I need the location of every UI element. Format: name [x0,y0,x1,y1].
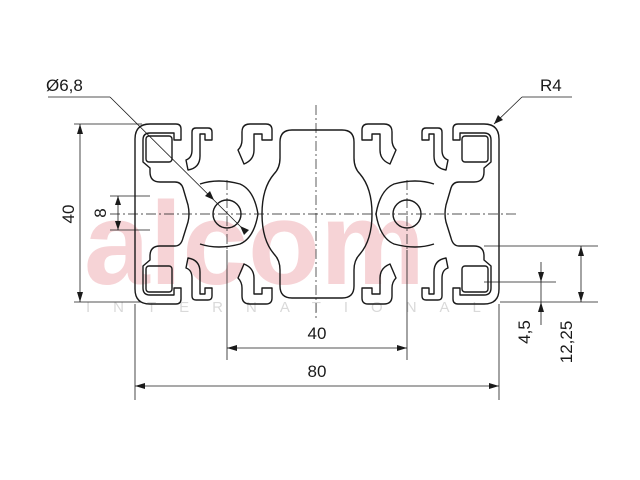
bore-hole-right [392,199,422,229]
profile-bottom-inner-left [237,263,273,305]
profile-top-slot-right [421,127,449,171]
dimension-hole-spacing: 40 [226,250,408,360]
dimension-height: 40 [59,123,142,303]
hole-spacing-label: 40 [308,324,327,343]
profile-top-slot-left [185,127,213,171]
aluminium-profile [134,123,500,305]
corner-cavity-top-left [145,135,173,163]
slot-width-label: 8 [91,208,110,217]
dimension-total-width: 80 [134,304,500,400]
offset-medium-label: 12,25 [557,321,576,364]
profile-top-inner-left [237,123,273,165]
dimension-slot: 8 [91,195,150,231]
profile-left-web [199,180,259,248]
profile-right-web [375,180,435,248]
offset-small-label: 4,5 [515,320,534,344]
dimension-radius: R4 [493,76,572,125]
profile-outer-right [444,123,500,305]
corner-radius-label: R4 [540,76,562,95]
profile-bottom-inner-right [361,263,397,305]
center-lines [110,105,518,318]
bore-diameter-label: Ø6,8 [46,76,83,95]
total-width-label: 80 [308,362,327,381]
profile-outer-left [134,123,190,305]
corner-cavity-bottom-right [461,265,489,293]
dimension-bore: Ø6,8 [46,76,249,235]
bore-hole-left [212,199,242,229]
height-label: 40 [59,205,78,224]
corner-cavity-top-right [461,135,489,163]
profile-bottom-slot-right [421,257,449,301]
corner-cavity-bottom-left [145,265,173,293]
profile-top-inner-right [361,123,397,165]
dimension-right-offsets: 4,5 12,25 [484,245,598,364]
profile-bottom-slot-left [185,257,213,301]
profile-center-cavity [261,129,373,299]
watermark-subtitle: INTERNATIONAL [86,299,504,316]
